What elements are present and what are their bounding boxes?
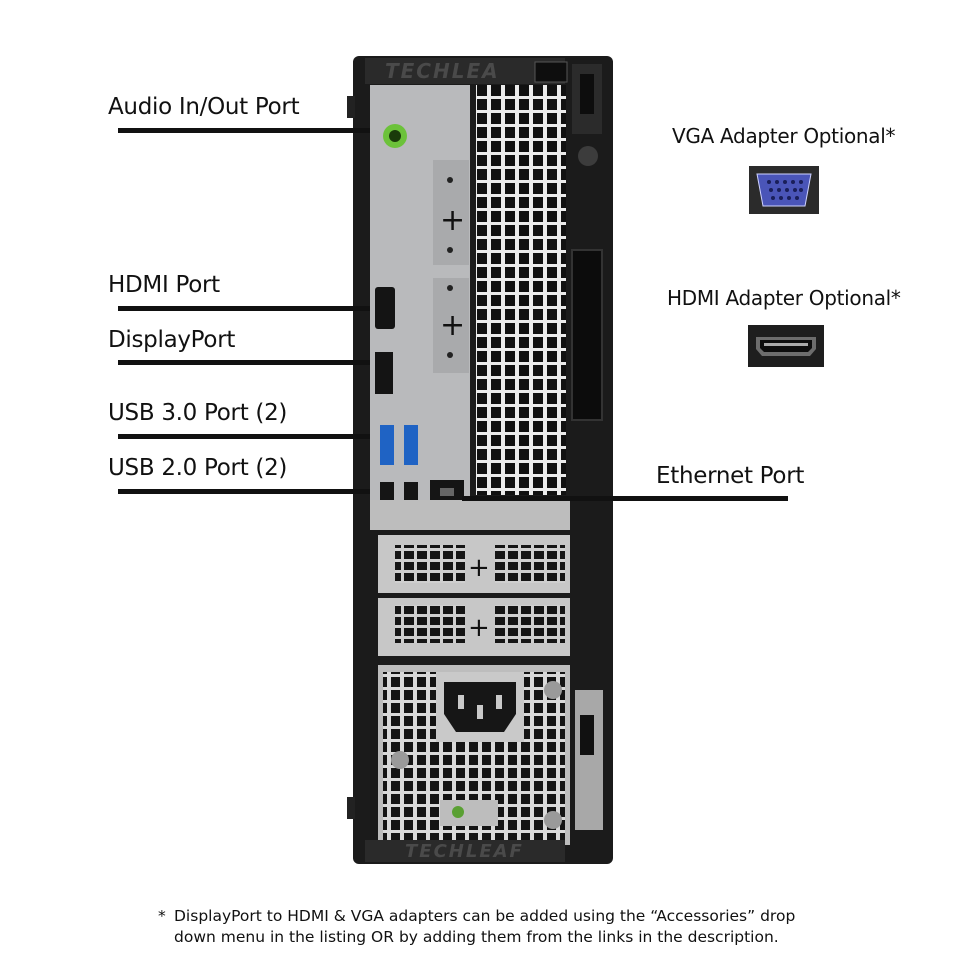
vga-connector-icon: [749, 166, 819, 214]
watermark-bottom: TECHLEAF: [405, 841, 524, 862]
chassis-top-bar: [365, 58, 565, 84]
label-audio-port: Audio In/Out Port: [108, 94, 300, 120]
label-usb2-port: USB 2.0 Port (2): [108, 455, 288, 481]
leader-line-usb2: [118, 489, 370, 494]
hdmi-connector-icon: [748, 325, 824, 367]
power-socket-icon: [436, 672, 524, 742]
usb3-port-icon: [380, 425, 418, 465]
label-ethernet-port: Ethernet Port: [656, 463, 805, 489]
svg-text:+: +: [468, 613, 490, 643]
leader-line-audio: [118, 128, 370, 133]
svg-text:+: +: [468, 553, 490, 583]
label-displayport: DisplayPort: [108, 327, 236, 353]
svg-text:+: +: [440, 203, 465, 238]
footnote-asterisk: *: [158, 907, 166, 925]
leader-line-usb3: [118, 434, 370, 439]
leader-line-ethernet: [462, 496, 788, 501]
audio-jack-icon: [383, 124, 407, 148]
label-hdmi-port: HDMI Port: [108, 272, 220, 298]
hdmi-port-icon: [375, 287, 395, 329]
label-vga-adapter: VGA Adapter Optional*: [672, 124, 896, 148]
footnote: * DisplayPort to HDMI & VGA adapters can…: [158, 906, 838, 948]
label-usb3-port: USB 3.0 Port (2): [108, 400, 288, 426]
watermark-top: TECHLEA: [385, 59, 500, 83]
label-hdmi-adapter: HDMI Adapter Optional*: [667, 286, 901, 310]
footnote-line-2: down menu in the listing OR by adding th…: [174, 928, 779, 946]
displayport-icon: [375, 352, 393, 394]
leader-line-displayport: [118, 360, 370, 365]
svg-text:+: +: [440, 308, 465, 343]
top-vent-grille: [476, 85, 566, 495]
footnote-line-1: DisplayPort to HDMI & VGA adapters can b…: [174, 907, 796, 925]
leader-line-hdmi: [118, 306, 370, 311]
